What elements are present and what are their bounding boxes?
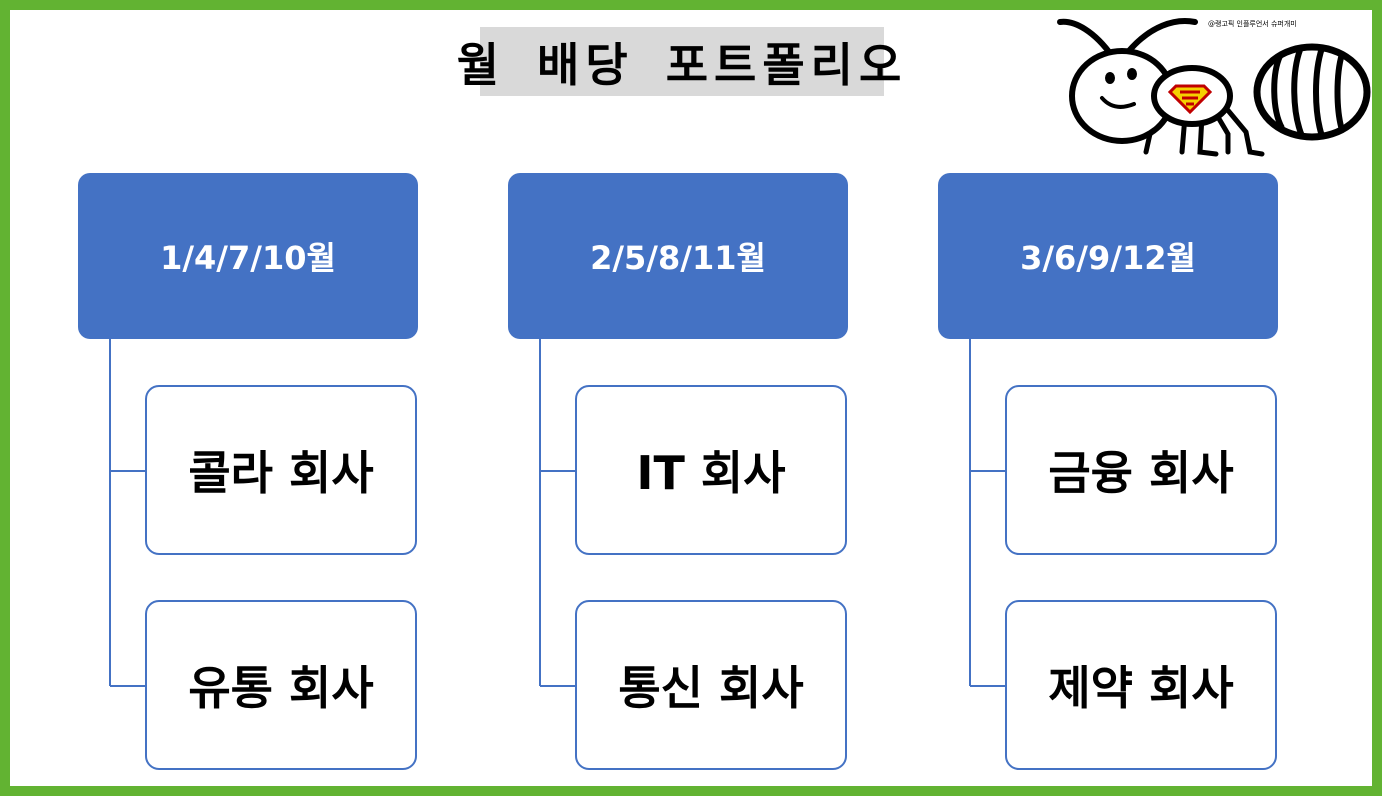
header-group-3: 3/6/9/12월 <box>938 173 1278 339</box>
connector-group-3 <box>969 339 1006 687</box>
node-group-3-item-2: 제약 회사 <box>1005 600 1277 770</box>
ant-mascot-icon <box>1057 18 1371 157</box>
page-title: 월 배당 포트폴리오 <box>457 27 901 96</box>
header-group-1: 1/4/7/10월 <box>78 173 418 339</box>
node-group-2-item-2: 통신 회사 <box>575 600 847 770</box>
node-group-1-item-2: 유통 회사 <box>145 600 417 770</box>
header-group-2: 2/5/8/11월 <box>508 173 848 339</box>
superman-logo-icon <box>1167 84 1213 115</box>
connector-group-1 <box>109 339 146 687</box>
credit-text: @랭고픽 인플루언서 슈퍼개미 <box>1208 20 1297 28</box>
connector-group-2 <box>539 339 576 687</box>
node-group-1-item-1: 콜라 회사 <box>145 385 417 555</box>
node-group-3-item-1: 금융 회사 <box>1005 385 1277 555</box>
node-group-2-item-1: IT 회사 <box>575 385 847 555</box>
